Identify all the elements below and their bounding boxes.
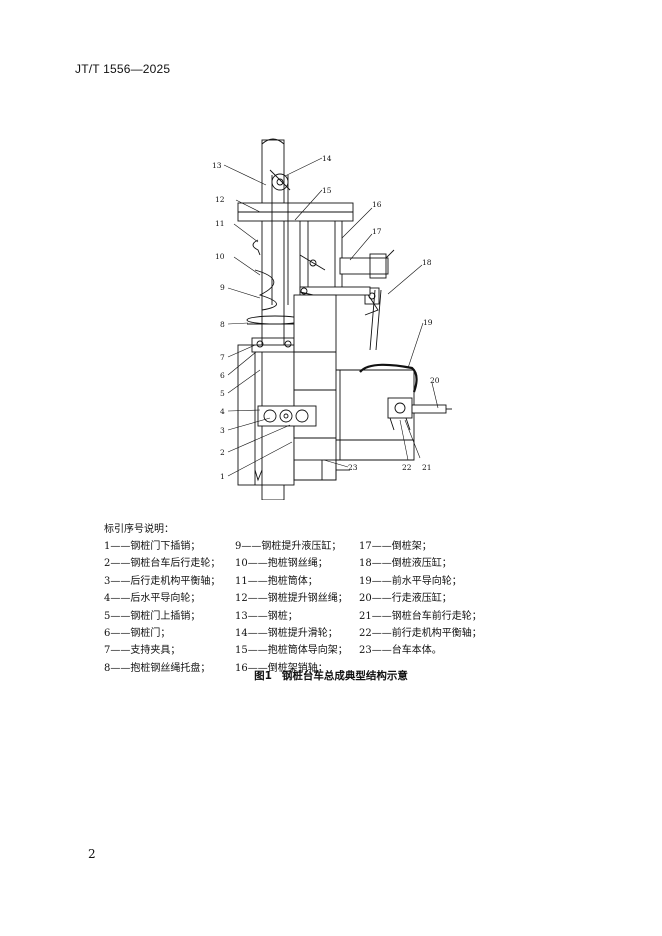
legend-item: 21——钢桩台车前行走轮； (359, 610, 482, 622)
figure-title: 钢桩台车总成典型结构示意 (281, 670, 408, 682)
legend-item: 9——钢桩提升液压缸； (235, 541, 342, 552)
legend-column-3: 17——倒桩架； 18——倒桩液压缸； 19——前水平导向轮； 20——行走液压… (359, 538, 482, 660)
callout-2: 2 (220, 448, 225, 457)
callout-16: 16 (372, 200, 382, 209)
callout-22: 22 (402, 463, 412, 472)
pile-trolley-structure-diagram: 13 14 12 15 11 16 10 17 9 18 8 19 7 6 20… (212, 138, 452, 500)
callout-13: 13 (212, 161, 222, 170)
callout-17: 17 (372, 227, 382, 236)
callout-10: 10 (215, 252, 225, 261)
callout-6: 6 (220, 371, 225, 380)
callout-11: 11 (215, 219, 225, 228)
callout-9: 9 (220, 283, 225, 292)
legend-column-2: 9——钢桩提升液压缸； 10——抱桩钢丝绳； 11——抱桩筒体； 12——钢桩提… (235, 538, 348, 677)
leader-lines (223, 157, 439, 477)
trolley-body (293, 294, 415, 481)
callout-18: 18 (422, 258, 432, 267)
legend-item: 20——行走液压缸； (359, 593, 452, 605)
legend-item: 8——抱桩钢丝绳托盘； (104, 662, 211, 674)
page-number: 2 (88, 847, 96, 861)
legend-item: 19——前水平导向轮； (359, 575, 462, 587)
legend-item: 2——钢桩台车后行走轮； (104, 558, 221, 570)
callout-21: 21 (422, 463, 432, 472)
legend-item: 13——钢桩； (235, 610, 298, 622)
legend-item: 6——钢桩门； (104, 628, 171, 640)
legend-column-1: 1——钢桩门下插销； 2——钢桩台车后行走轮； 3——后行走机构平衡轴； 4——… (104, 538, 220, 677)
callout-23: 23 (348, 463, 358, 472)
callout-labels: 13 14 12 15 11 16 10 17 9 18 8 19 7 6 20… (212, 154, 440, 481)
callout-1: 1 (220, 472, 225, 481)
legend-item: 11——抱桩筒体； (235, 575, 318, 587)
legend-item: 1——钢桩门下插销； (104, 541, 201, 552)
legend-item: 23——台车本体。 (359, 645, 442, 657)
front-travel-mechanism (359, 363, 452, 431)
figure-number: 图1 (254, 670, 272, 682)
legend-item: 14——钢桩提升滑轮； (235, 628, 338, 640)
callout-7: 7 (220, 353, 225, 362)
legend-item: 7——支持夹具； (104, 645, 181, 657)
lifting-frame (237, 169, 354, 305)
callout-5: 5 (220, 389, 225, 398)
callout-12: 12 (215, 195, 225, 204)
callout-4: 4 (220, 407, 225, 416)
tilt-frame (299, 221, 395, 290)
callout-15: 15 (322, 186, 332, 195)
callout-8: 8 (220, 320, 225, 329)
callout-3: 3 (220, 426, 225, 435)
legend-item: 17——倒桩架； (359, 541, 432, 552)
figure-caption: 图1 钢桩台车总成典型结构示意 (0, 668, 662, 683)
callout-14: 14 (322, 154, 332, 163)
legend-item: 4——后水平导向轮； (104, 593, 201, 605)
legend-item: 5——钢桩门上插销； (104, 610, 201, 622)
legend-item: 12——钢桩提升钢丝绳； (235, 593, 348, 605)
legend-item: 3——后行走机构平衡轴； (104, 575, 221, 587)
callout-20: 20 (430, 376, 440, 385)
standard-code-header: JT/T 1556—2025 (75, 62, 171, 76)
rear-travel-mechanism (257, 405, 317, 427)
legend-item: 16——倒桩架销轴； (235, 662, 328, 674)
callout-19: 19 (423, 318, 433, 327)
legend-item: 18——倒桩液压缸； (359, 558, 452, 570)
legend-title: 标引序号说明： (104, 524, 174, 535)
legend-item: 10——抱桩钢丝绳； (235, 558, 328, 570)
legend-item: 22——前行走机构平衡轴； (359, 628, 482, 640)
legend-item: 15——抱桩筒体导向架； (235, 645, 348, 657)
tilt-cylinder (340, 287, 382, 351)
